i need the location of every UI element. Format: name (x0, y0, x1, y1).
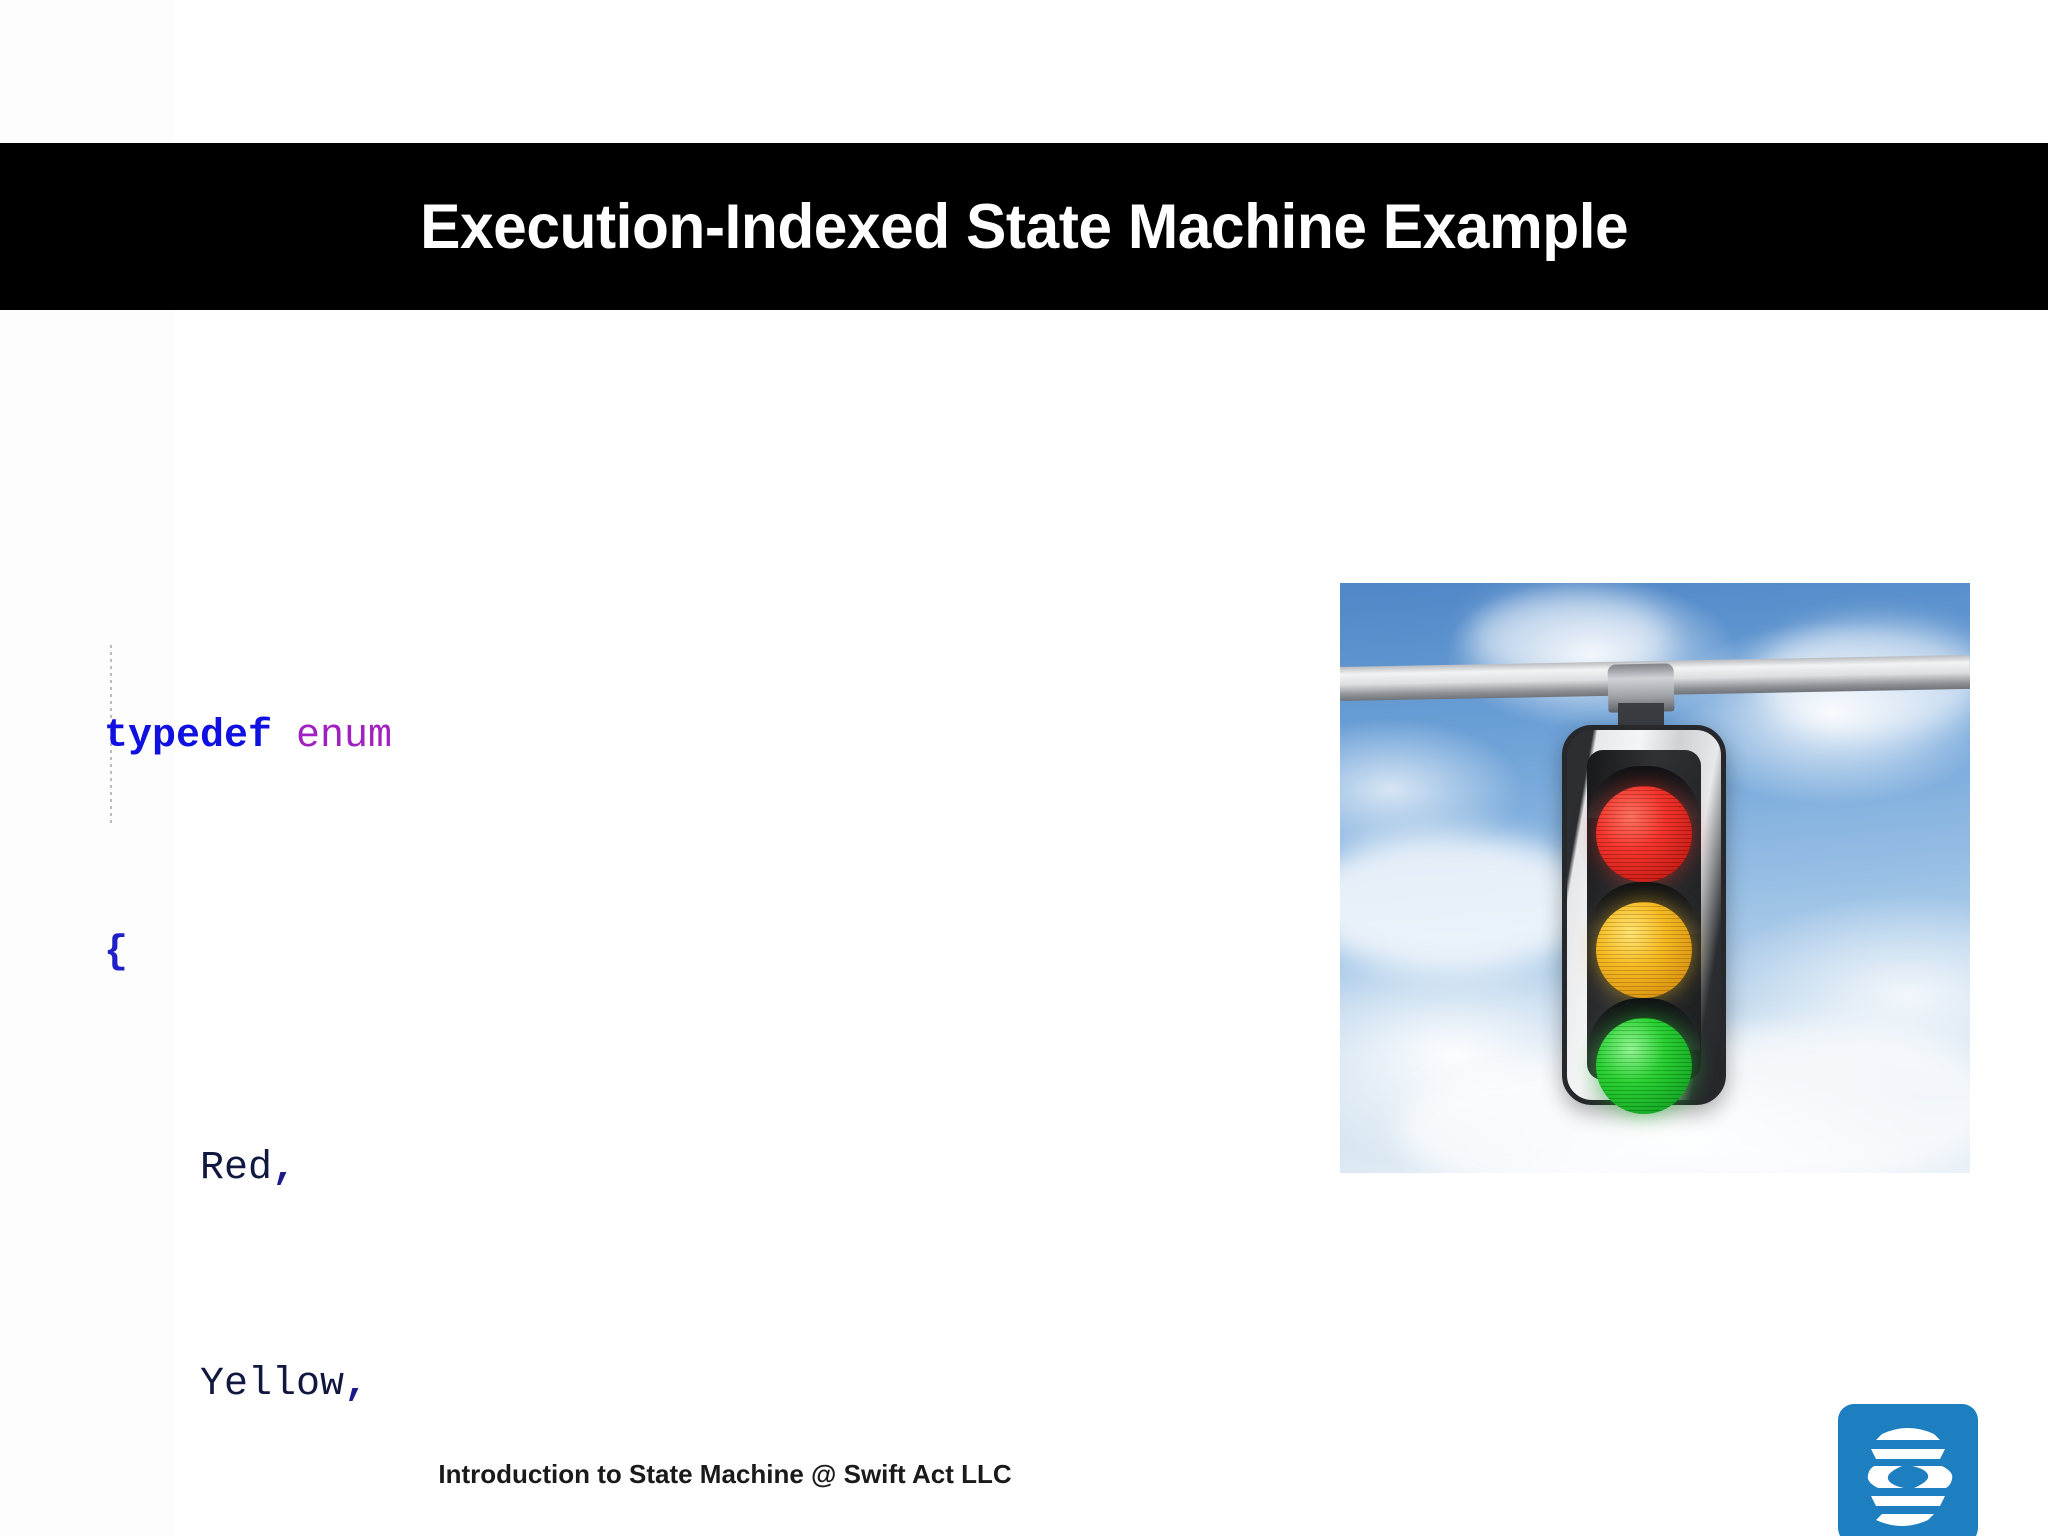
code-indent-guide (110, 645, 112, 823)
code-line-enum-yellow: Yellow, (104, 1358, 1234, 1412)
lamp-fresnel-pattern (1596, 786, 1692, 882)
token-keyword-typedef: typedef (104, 714, 273, 759)
token-comma: , (344, 1362, 369, 1407)
cloud (1340, 833, 1600, 973)
code-line-typedef-enum: typedef enum (104, 710, 1234, 764)
traffic-light-image (1340, 583, 1970, 1173)
yellow-lamp (1596, 902, 1692, 998)
code-line-enum-red: Red, (104, 1142, 1234, 1196)
token-keyword-enum: enum (296, 714, 393, 759)
page-title: Execution-Indexed State Machine Example (419, 191, 1629, 262)
token-open-brace: { (104, 930, 129, 975)
token-enumerator-red: Red (104, 1146, 273, 1191)
green-lamp (1596, 1018, 1692, 1114)
lamp-fresnel-pattern (1596, 902, 1692, 998)
footer-text: Introduction to State Machine @ Swift Ac… (438, 1459, 1012, 1489)
code-line-open-brace: { (104, 926, 1234, 980)
signal-inner-panel (1587, 750, 1701, 1114)
red-lamp (1596, 786, 1692, 882)
swift-act-logo-icon (1838, 1404, 1978, 1536)
title-banner: Execution-Indexed State Machine Example (0, 143, 2048, 310)
traffic-signal-housing (1562, 725, 1726, 1114)
token-comma: , (272, 1146, 297, 1191)
lamp-fresnel-pattern (1596, 1018, 1692, 1114)
code-block: typedef enum { Red, Yellow, Green }tLigh… (104, 548, 1234, 1536)
token-enumerator-yellow: Yellow (104, 1362, 345, 1407)
